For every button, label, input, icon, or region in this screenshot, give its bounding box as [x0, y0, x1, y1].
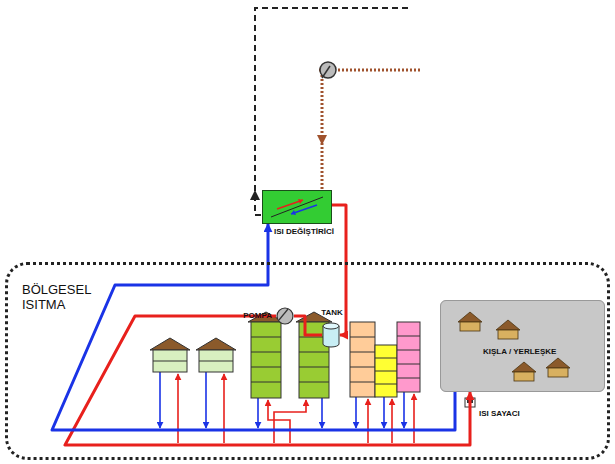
- node-label: POMPA: [216, 311, 272, 320]
- meter-label: ISI SAYACI: [479, 409, 520, 418]
- apartment-towers: [248, 312, 332, 398]
- region-title: BÖLGESEL ISITMA: [22, 283, 108, 313]
- node-label: TANK: [316, 308, 348, 317]
- house-buildings: [150, 338, 236, 372]
- campus-houses: [458, 312, 570, 381]
- primary-pump: [320, 62, 336, 78]
- pump-mark: [322, 66, 330, 78]
- primary-supply: [319, 70, 420, 190]
- exchanger-symbol: [263, 191, 331, 223]
- supply-pipe: [65, 316, 470, 445]
- tank-symbol: [322, 322, 340, 348]
- block-buildings: [350, 322, 420, 397]
- primary-return: [255, 8, 408, 215]
- pump: POMPA: [276, 307, 294, 325]
- flow-arrow: [317, 135, 327, 145]
- campus-box: KIŞLA / YERLEŞKE: [440, 300, 605, 392]
- supply-pipe: [294, 316, 322, 335]
- pump-symbol: [276, 307, 294, 325]
- tank: TANK: [322, 322, 340, 348]
- flow-arrow: [250, 190, 260, 200]
- node-label: ISI DEĞİŞTİRİCİ: [274, 227, 338, 236]
- region-outline: BÖLGESEL ISITMA TANK POMPA KIŞLA / YERLEŞKE: [5, 262, 610, 460]
- heat-exchanger: ISI DEĞİŞTİRİCİ: [262, 190, 332, 224]
- node-label: KIŞLA / YERLEŞKE: [483, 347, 595, 356]
- return-pipe: [52, 224, 455, 430]
- campus-panel: [440, 300, 605, 392]
